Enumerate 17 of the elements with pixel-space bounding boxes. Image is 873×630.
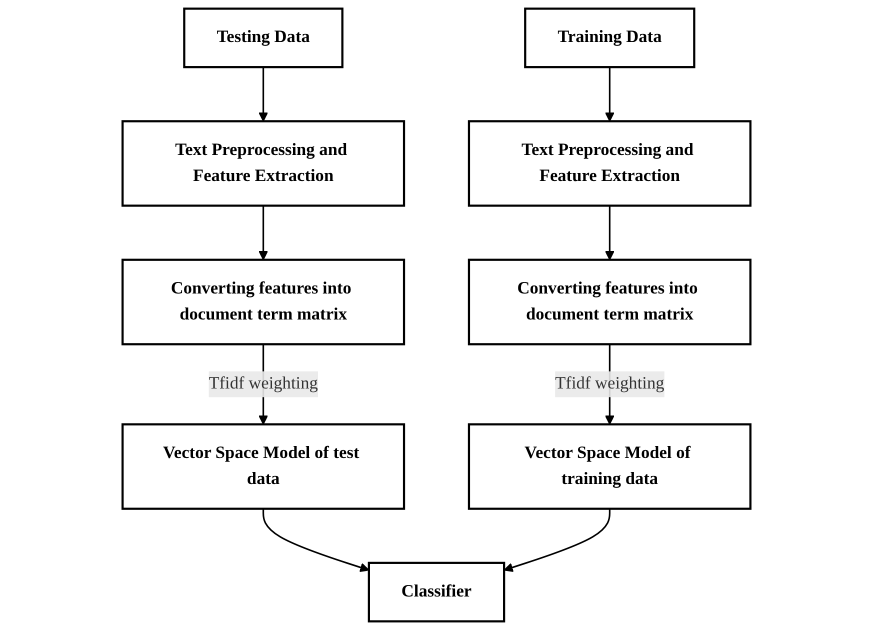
node-box: Training Data — [524, 8, 696, 68]
node-box: Text Preprocessing and Feature Extraction — [468, 120, 752, 207]
node-box: Classifier — [368, 562, 506, 622]
node-box: Vector Space Model of training data — [468, 423, 752, 510]
arrow — [258, 206, 268, 260]
arrow — [604, 67, 614, 122]
arrow — [504, 508, 610, 572]
node-box: Vector Space Model of test data — [122, 423, 406, 510]
edge-label: Tfidf weighting — [555, 374, 664, 393]
arrow — [262, 508, 370, 572]
arrow — [604, 206, 614, 260]
node-box: Converting features into document term matrix — [468, 258, 752, 346]
node-box: Text Preprocessing and Feature Extraction — [122, 120, 406, 207]
edge-label: Tfidf weighting — [208, 374, 318, 393]
node-box: Converting features into document term matrix — [122, 258, 406, 346]
arrow — [258, 67, 268, 122]
node-box: Testing Data — [183, 8, 344, 68]
